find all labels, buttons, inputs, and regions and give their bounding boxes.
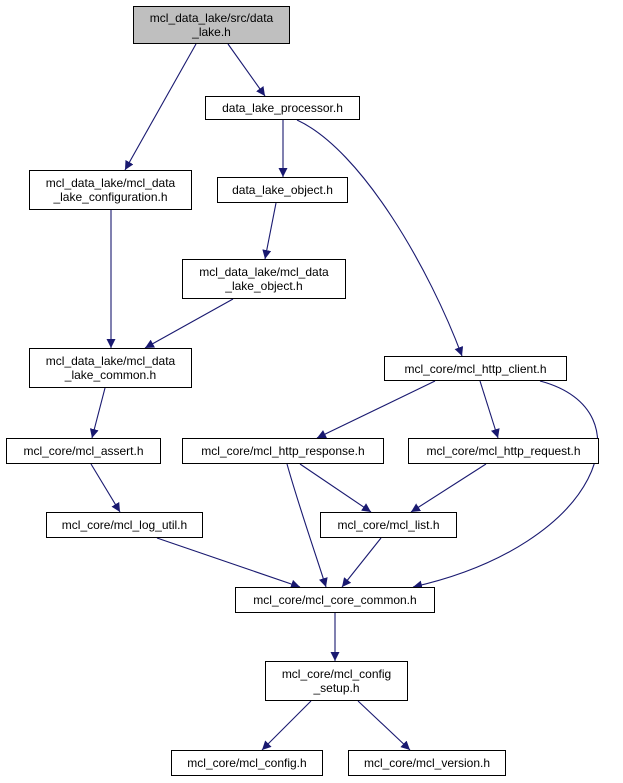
node-label-line: mcl_core/mcl_config [281, 667, 392, 681]
edge-http_client-to-http_request [479, 380, 500, 439]
node-label-line: _lake_configuration.h [53, 190, 168, 204]
node-http-client[interactable]: mcl_core/mcl_http_client.h [384, 356, 567, 381]
edge-log_util-to-core_common [156, 537, 301, 589]
edge-config_setup-to-config [261, 700, 312, 751]
node-label-line: data_lake_processor.h [222, 101, 343, 115]
node-label-line: mcl_data_lake/mcl_data [45, 354, 176, 368]
edge-common-to-assert [89, 387, 106, 439]
edge-mcl_object-to-common [144, 298, 234, 349]
node-label-line: mcl_core/mcl_version.h [363, 756, 491, 770]
node-label-line: _lake.h [192, 25, 231, 39]
node-label-line: mcl_core/mcl_log_util.h [61, 518, 188, 532]
edge-list-to-core_common [341, 537, 382, 588]
node-mcl-object[interactable]: mcl_data_lake/mcl_data_lake_object.h [182, 259, 346, 299]
node-label-line: mcl_core/mcl_config.h [187, 756, 307, 770]
node-label-line: _setup.h [313, 681, 360, 695]
node-http-request[interactable]: mcl_core/mcl_http_request.h [408, 438, 599, 464]
node-label-line: mcl_core/mcl_core_common.h [253, 593, 417, 607]
edge-assert-to-log_util [90, 463, 121, 513]
node-config-setup[interactable]: mcl_core/mcl_config_setup.h [265, 661, 408, 701]
node-label-line: _lake_common.h [64, 368, 157, 382]
node-label-line: mcl_core/mcl_http_response.h [201, 444, 365, 458]
node-label-line: mcl_core/mcl_http_request.h [426, 444, 581, 458]
edge-root-to-configuration [124, 43, 197, 171]
node-assert[interactable]: mcl_core/mcl_assert.h [6, 438, 161, 464]
node-config[interactable]: mcl_core/mcl_config.h [171, 750, 323, 776]
node-label-line: mcl_data_lake/mcl_data [45, 176, 176, 190]
edge-http_client-to-core_common [412, 380, 599, 590]
edge-http_request-to-list [410, 463, 487, 513]
edge-http_response-to-core_common [286, 463, 328, 588]
node-list[interactable]: mcl_core/mcl_list.h [320, 512, 457, 538]
node-version[interactable]: mcl_core/mcl_version.h [348, 750, 506, 776]
node-object[interactable]: data_lake_object.h [217, 177, 348, 203]
edge-config_setup-to-version [357, 700, 411, 751]
node-http-response[interactable]: mcl_core/mcl_http_response.h [182, 438, 384, 464]
node-label-line: mcl_core/mcl_assert.h [23, 444, 144, 458]
edge-processor-to-http_client [296, 119, 464, 357]
node-processor[interactable]: data_lake_processor.h [205, 96, 360, 120]
edge-http_client-to-http_response [316, 380, 436, 439]
node-label-line: data_lake_object.h [232, 183, 333, 197]
node-core-common[interactable]: mcl_core/mcl_core_common.h [235, 587, 435, 613]
node-configuration[interactable]: mcl_data_lake/mcl_data_lake_configuratio… [29, 170, 192, 210]
node-label-line: _lake_object.h [225, 279, 303, 293]
edge-object-to-mcl_object [262, 202, 277, 260]
node-common[interactable]: mcl_data_lake/mcl_data_lake_common.h [29, 348, 192, 388]
node-label-line: mcl_core/mcl_list.h [337, 518, 440, 532]
edge-http_response-to-list [299, 463, 372, 513]
node-label-line: mcl_data_lake/src/data [149, 11, 274, 25]
node-label-line: mcl_data_lake/mcl_data [199, 265, 329, 279]
node-root[interactable]: mcl_data_lake/src/data_lake.h [133, 6, 290, 44]
node-label-line: mcl_core/mcl_http_client.h [404, 361, 547, 376]
edge-root-to-processor [227, 43, 266, 97]
node-log-util[interactable]: mcl_core/mcl_log_util.h [46, 512, 203, 538]
